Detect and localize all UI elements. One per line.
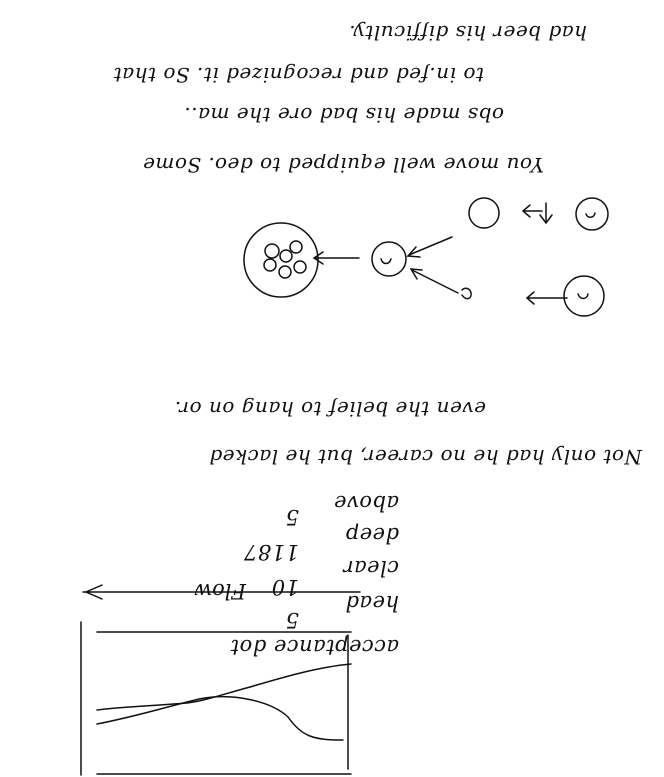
arrow-up-head bbox=[539, 214, 553, 225]
arrow-upper-branch bbox=[408, 236, 453, 256]
list-item: deep bbox=[345, 523, 399, 547]
flow-arrow-head bbox=[84, 584, 103, 600]
list-value: 1187 bbox=[243, 540, 299, 564]
flow-label: Flow bbox=[194, 579, 247, 603]
flow-curve-upper bbox=[96, 663, 352, 711]
paragraph-middle-line: even the belief to hang on or. bbox=[174, 397, 486, 421]
cell-small-b bbox=[575, 197, 609, 231]
arrow-lower-branch bbox=[411, 269, 459, 294]
paragraph-top-line: You move well equipped to deo. Some bbox=[142, 153, 544, 177]
list-value: 5 bbox=[285, 608, 299, 632]
list-value: 5 bbox=[285, 505, 299, 529]
cell-middle-mark bbox=[380, 258, 392, 265]
arrow-a bbox=[521, 204, 543, 218]
cell-small-b-mark bbox=[585, 212, 596, 218]
c-glyph bbox=[461, 287, 472, 300]
list-item: clear bbox=[343, 556, 399, 580]
cell-nucleus-6 bbox=[289, 240, 303, 254]
paragraph-top-line: obs made his bad ore the ma.. bbox=[183, 103, 504, 127]
arrow-upper-branch-head bbox=[406, 246, 421, 258]
cell-nucleus-3 bbox=[263, 258, 277, 272]
cell-nucleus-1 bbox=[264, 243, 280, 259]
cell-nucleus-2 bbox=[279, 249, 293, 263]
arrow-to-large-cell-head bbox=[312, 251, 324, 265]
arrow-lower-branch-head bbox=[409, 268, 423, 280]
flow-curve-lower bbox=[96, 695, 344, 741]
list-value: 10 bbox=[271, 575, 299, 599]
arrow-c-head bbox=[525, 291, 535, 305]
cell-nucleus-4 bbox=[278, 265, 292, 279]
paragraph-middle-line: Not only had he no career, but he lacked bbox=[208, 445, 642, 469]
paragraph-top-line: to in.fed and recognized it. So that bbox=[113, 63, 484, 87]
cell-middle bbox=[371, 241, 407, 277]
cell-nucleus-5 bbox=[293, 260, 307, 274]
list-item: head bbox=[345, 591, 399, 615]
cell-small-c-mark bbox=[577, 293, 589, 300]
flow-diagram: Flow bbox=[80, 579, 361, 776]
list-item: above bbox=[333, 491, 399, 515]
cell-small-c bbox=[563, 275, 605, 317]
paragraph-top-line: had beer his difficulty. bbox=[348, 21, 587, 45]
list-item: acceptance dot bbox=[230, 635, 399, 659]
cell-small-a bbox=[468, 197, 500, 229]
cell-diagram bbox=[243, 197, 609, 317]
